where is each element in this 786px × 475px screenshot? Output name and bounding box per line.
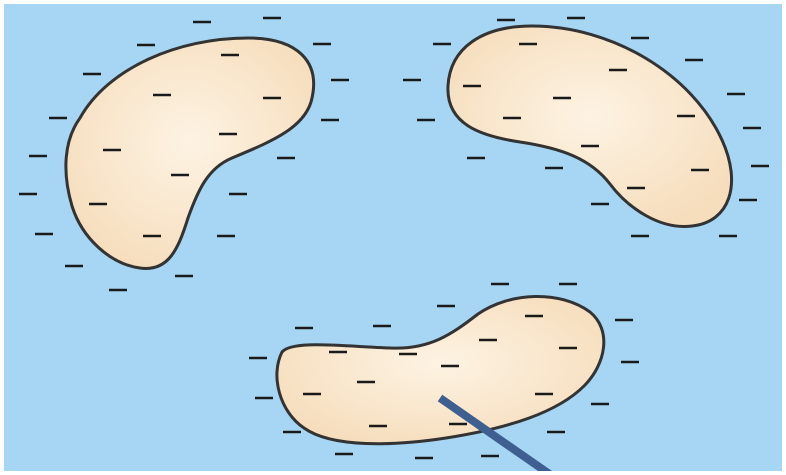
cell-diagram: [0, 0, 786, 475]
diagram-stage: [0, 0, 786, 475]
